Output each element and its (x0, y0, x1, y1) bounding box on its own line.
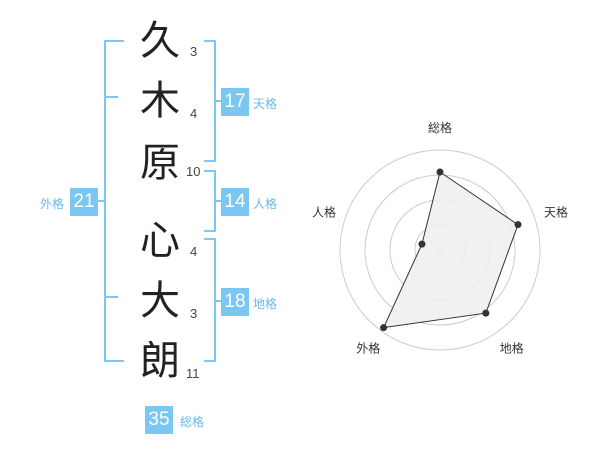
name-char-4: 心 (140, 218, 180, 264)
tenkaku-connector (214, 100, 222, 102)
chikaku-connector (214, 300, 222, 302)
gaikaku-connector (98, 200, 106, 202)
stroke-count-4: 4 (190, 244, 198, 259)
name-char-5: 大 (140, 278, 180, 324)
name-char-1: 久 (140, 18, 180, 64)
chikaku-label: 地格 (253, 297, 278, 311)
stroke-count-5: 3 (190, 306, 198, 321)
gaikaku-value: 21 (70, 188, 98, 216)
stroke-count-1: 3 (190, 44, 198, 59)
tenkaku-label: 天格 (253, 97, 278, 111)
jinkaku-connector (214, 200, 222, 202)
radar-grid-ring (339, 149, 541, 351)
radar-axis-label-3: 地格 (500, 341, 524, 356)
radar-value-polygon (382, 171, 519, 329)
gaikaku-bracket-tick (104, 96, 118, 98)
soukaku-label: 総格 (180, 415, 205, 429)
name-char-3: 原 (140, 140, 180, 186)
radar-axis-label-2: 天格 (544, 204, 568, 219)
gaikaku-label: 外格 (40, 197, 65, 211)
jinkaku-value: 14 (221, 188, 249, 216)
stroke-count-3: 10 (186, 164, 201, 179)
radar-point-2 (514, 221, 522, 229)
radar-point-5 (418, 240, 426, 248)
radar-point-4 (380, 324, 388, 332)
chikaku-value: 18 (221, 288, 249, 316)
radar-axis-label-1: 総格 (428, 120, 452, 135)
radar-point-1 (436, 168, 444, 176)
stroke-count-2: 4 (190, 106, 198, 121)
radar-point-3 (482, 309, 490, 317)
jinkaku-label: 人格 (253, 197, 278, 211)
tenkaku-value: 17 (221, 88, 249, 116)
soukaku-value: 35 (145, 406, 173, 434)
radar-axis-label-5: 人格 (312, 204, 336, 219)
radar-axis-label-4: 外格 (356, 341, 380, 356)
gaikaku-bracket-tick (104, 296, 118, 298)
stroke-count-6: 11 (186, 366, 200, 381)
name-char-2: 木 (140, 78, 180, 124)
name-char-6: 朗 (140, 338, 180, 384)
